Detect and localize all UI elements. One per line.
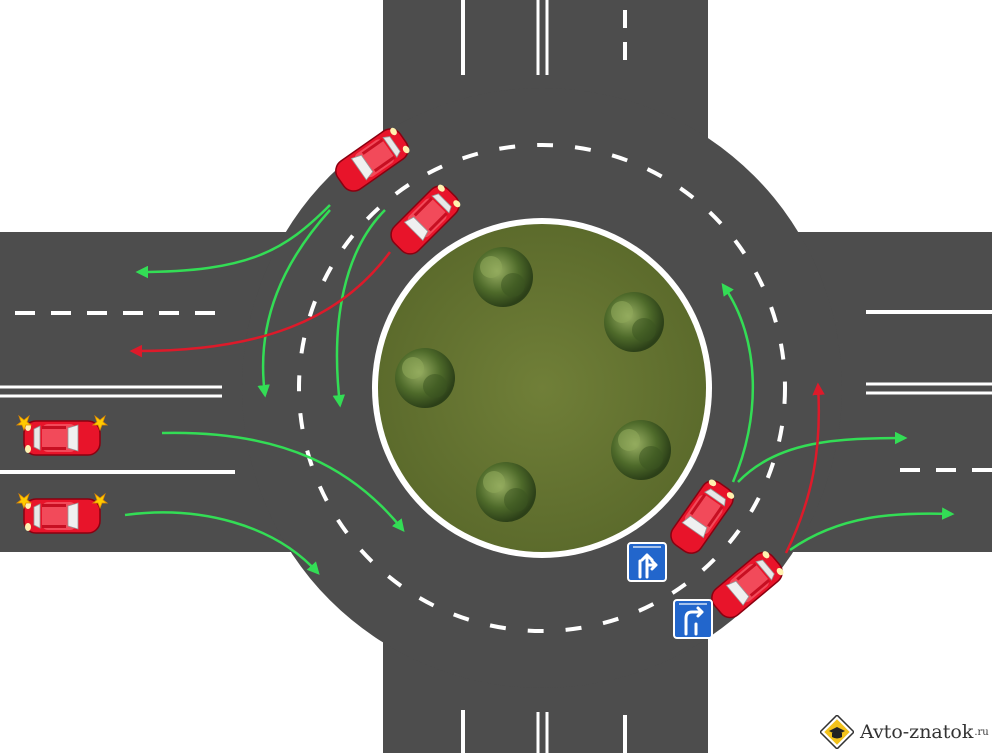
- forbidden-paths: [129, 251, 825, 554]
- lane-direction-sign-straight-right-icon: [627, 542, 667, 582]
- path-arrow-allowed: [161, 431, 405, 532]
- bush: [611, 420, 671, 480]
- car: [16, 493, 108, 534]
- graduation-cap-logo-icon: [820, 715, 854, 749]
- allowed-paths: [124, 204, 955, 575]
- watermark-brand: Avto-znatok: [860, 721, 974, 743]
- path-arrow-allowed: [135, 204, 331, 279]
- path-arrow-allowed: [789, 507, 955, 552]
- watermark-tld: .ru: [974, 726, 989, 738]
- bush: [476, 462, 536, 522]
- path-arrow-forbidden: [784, 382, 825, 554]
- lane-direction-sign-right-icon: [673, 599, 713, 639]
- bush: [395, 348, 455, 408]
- bush: [604, 292, 664, 352]
- path-arrow-allowed: [332, 209, 386, 408]
- path-arrow-allowed: [257, 209, 331, 398]
- path-arrow-allowed: [737, 431, 908, 483]
- watermark: Avto-znatok.ru: [812, 711, 992, 753]
- path-arrow-allowed: [721, 282, 755, 483]
- path-arrow-allowed: [124, 511, 320, 575]
- bush: [473, 247, 533, 307]
- car: [16, 415, 108, 456]
- bushes: [395, 247, 671, 522]
- path-arrow-forbidden: [129, 251, 392, 358]
